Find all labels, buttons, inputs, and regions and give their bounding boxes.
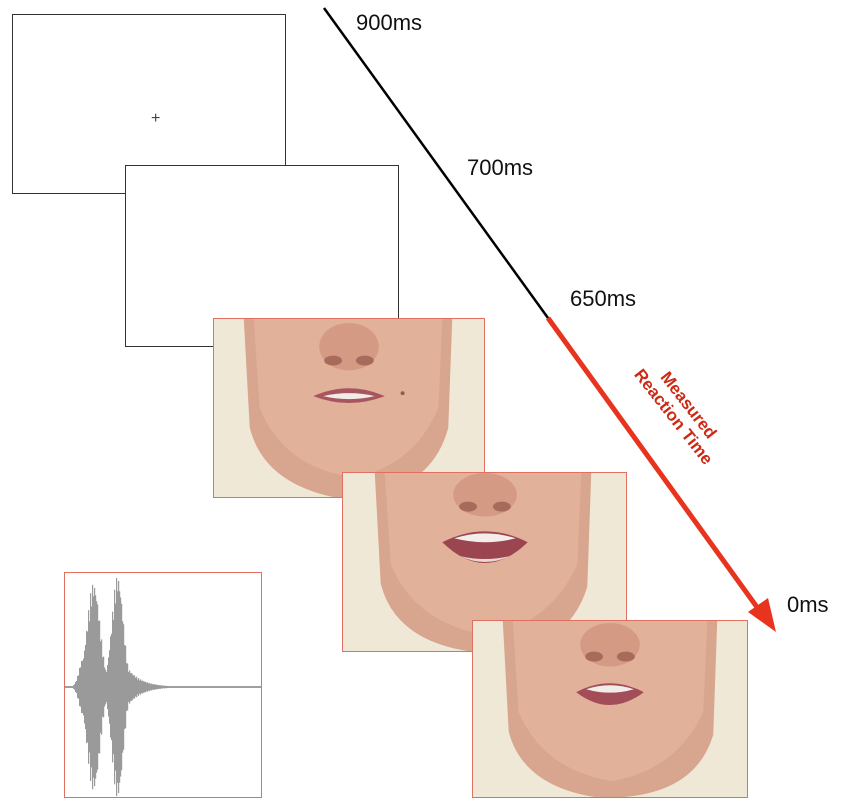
time-label-700ms: 700ms xyxy=(467,155,533,181)
time-label-650ms: 650ms xyxy=(570,286,636,312)
time-label-0ms: 0ms xyxy=(787,592,829,618)
time-label-900ms: 900ms xyxy=(356,10,422,36)
